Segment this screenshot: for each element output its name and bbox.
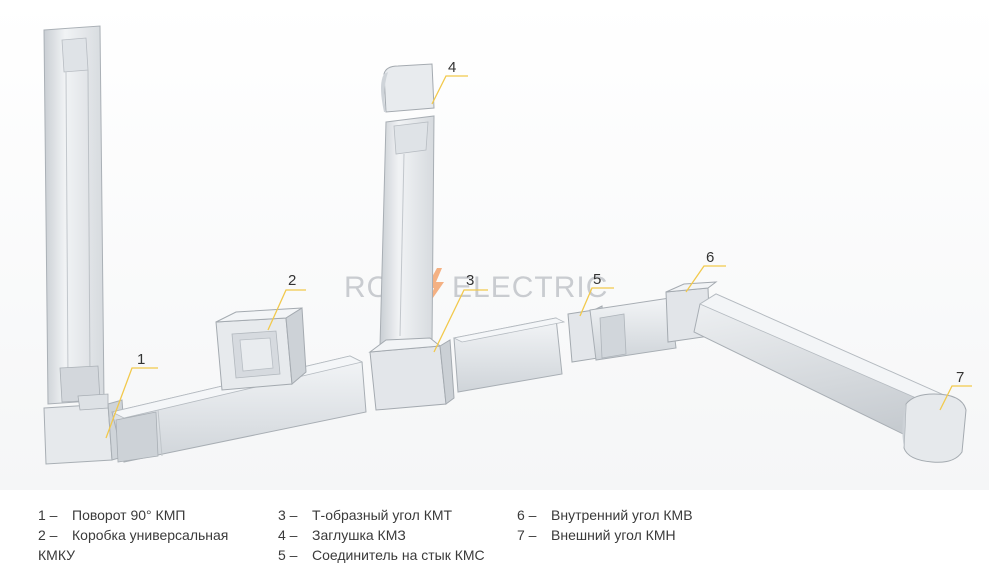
callout-7: 7 bbox=[939, 369, 972, 411]
callout-label-3: 3 bbox=[466, 272, 474, 289]
end-cap bbox=[381, 63, 435, 113]
vertical-channel-left bbox=[43, 25, 105, 405]
legend-item-6: 6 – Внутренний угол КМВ bbox=[517, 505, 693, 525]
legend-item-1: 1 – Поворот 90° КМП bbox=[38, 505, 238, 525]
universal-box bbox=[215, 307, 307, 391]
diagonal-channel bbox=[693, 293, 947, 453]
legend-text: Внутренний угол КМВ bbox=[551, 507, 693, 523]
outer-corner bbox=[902, 393, 967, 463]
legend-item-5: 5 – Соединитель на стык КМС bbox=[278, 545, 485, 565]
vertical-channel-middle bbox=[379, 115, 435, 347]
legend-number: 2 – bbox=[38, 527, 58, 543]
callout-label-5: 5 bbox=[593, 271, 601, 288]
cable-channel-illustration: ROS ELECTRIC bbox=[0, 0, 989, 490]
legend-text: Коробка универсальная КМКУ bbox=[38, 527, 229, 563]
legend-item-3: 3 – Т-образный угол КМТ bbox=[278, 505, 485, 525]
legend-column-3: 6 – Внутренний угол КМВ 7 – Внешний угол К… bbox=[517, 505, 693, 545]
lightning-bolt-icon bbox=[426, 268, 444, 305]
callout-3: 3 bbox=[433, 272, 488, 353]
legend-column-1: 1 – Поворот 90° КМП 2 –Коробка универсаль… bbox=[38, 505, 238, 565]
legend-item-7: 7 – Внешний угол КМН bbox=[517, 525, 693, 545]
legend-number: 6 – bbox=[517, 507, 537, 523]
callout-4: 4 bbox=[431, 59, 468, 105]
horizontal-channel-right bbox=[589, 297, 677, 361]
callout-5: 5 bbox=[579, 271, 614, 317]
legend: 1 – Поворот 90° КМП 2 –Коробка универсаль… bbox=[0, 505, 989, 578]
legend-text: Заглушка КМЗ bbox=[312, 527, 406, 543]
callout-6: 6 bbox=[685, 249, 726, 293]
watermark-text-right: ELECTRIC bbox=[452, 271, 608, 304]
legend-text: Внешний угол КМН bbox=[551, 527, 676, 543]
legend-text: Поворот 90° КМП bbox=[72, 507, 186, 523]
callout-label-4: 4 bbox=[448, 59, 456, 76]
legend-number: 1 – bbox=[38, 507, 58, 523]
callout-label-2: 2 bbox=[288, 272, 296, 289]
legend-column-2: 3 – Т-образный угол КМТ 4 – Заглушка КМЗ 5… bbox=[278, 505, 485, 565]
legend-text: Т-образный угол КМТ bbox=[312, 507, 453, 523]
callout-label-1: 1 bbox=[137, 351, 145, 368]
legend-number: 4 – bbox=[278, 527, 298, 543]
legend-number: 3 – bbox=[278, 507, 298, 523]
legend-number: 7 – bbox=[517, 527, 537, 543]
legend-text: Соединитель на стык КМС bbox=[312, 547, 485, 563]
t-corner bbox=[368, 337, 455, 411]
callout-2: 2 bbox=[267, 272, 306, 331]
callout-label-6: 6 bbox=[706, 249, 714, 266]
legend-item-2: 2 –Коробка универсальная КМКУ bbox=[38, 525, 238, 565]
callout-1: 1 bbox=[105, 351, 158, 439]
legend-item-4: 4 – Заглушка КМЗ bbox=[278, 525, 485, 545]
legend-number: 5 – bbox=[278, 547, 298, 563]
horizontal-channel-middle bbox=[452, 317, 566, 393]
callout-label-7: 7 bbox=[956, 369, 964, 386]
